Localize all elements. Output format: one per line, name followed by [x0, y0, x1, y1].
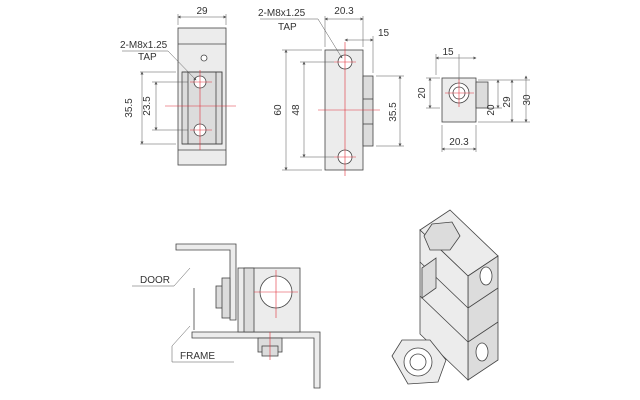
side-right-height-dim: 35.5	[388, 102, 399, 122]
top-bottom-dim: 20.3	[449, 137, 469, 148]
front-view: 29 2-M8x1.25 TAP 35.5 23.5	[120, 6, 236, 166]
front-tap-label-2: TAP	[138, 52, 157, 63]
top-left-dim: 20	[417, 87, 428, 99]
side-tap-label-1: 2-M8x1.25	[258, 8, 306, 19]
side-total-height-dim: 60	[273, 104, 284, 116]
top-width-dim: 15	[442, 47, 454, 58]
isometric-view	[391, 209, 499, 385]
side-hole-pitch-dim: 48	[291, 104, 302, 116]
top-right-dim-c: 30	[522, 94, 533, 106]
frame-label: FRAME	[180, 351, 215, 362]
door-label: DOOR	[140, 275, 170, 286]
side-view: 2-M8x1.25 TAP 20.3 15 60 48 35.5	[258, 6, 404, 176]
front-tap-label-1: 2-M8x1.25	[120, 40, 168, 51]
front-inner-height-dim: 23.5	[142, 96, 153, 116]
installation-view: DOOR FRAME	[132, 243, 321, 389]
top-view: 15 20 20 29 30 20.3	[417, 47, 533, 152]
top-right-dim-a: 20	[486, 104, 497, 116]
front-width-dim: 29	[196, 6, 208, 17]
side-step-dim: 15	[378, 28, 390, 39]
front-outer-height-dim: 35.5	[124, 98, 135, 118]
side-tap-label-2: TAP	[278, 22, 297, 33]
side-top-width-dim: 20.3	[334, 6, 354, 17]
top-right-dim-b: 29	[502, 96, 513, 108]
